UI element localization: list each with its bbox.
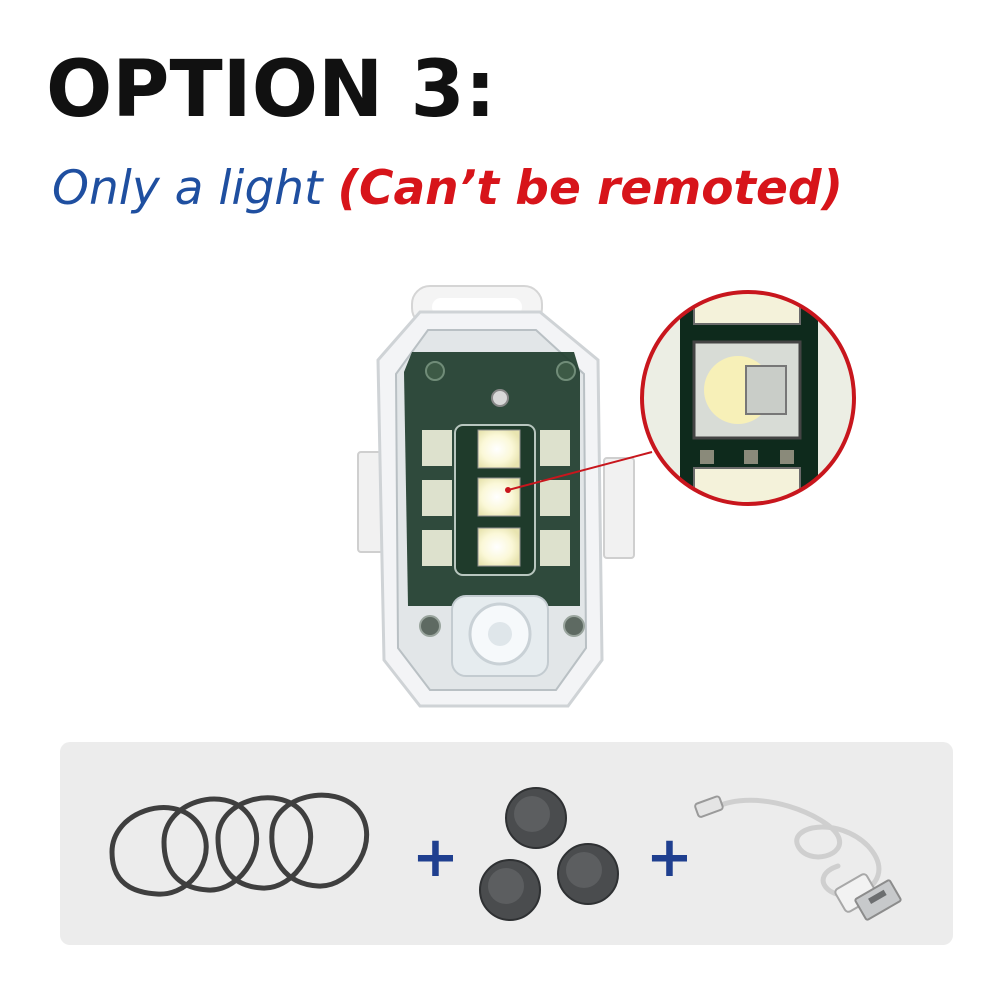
page-title: OPTION 3: [46,40,496,140]
led-zoom-bubble [640,280,860,516]
accessories-tray: + + [60,742,953,945]
usb-cable-icon [688,776,918,926]
strobe-light-image [340,280,870,740]
subtitle-plain: Only a light [52,161,323,216]
strobe-light-body [358,286,634,706]
led-chips [422,430,570,566]
rubber-bands-icon [102,782,392,902]
subtitle: Only a light (Can’t be remoted) [52,158,843,220]
plus-sign-1: + [412,830,459,886]
adhesive-pads-icon [478,778,648,928]
plus-sign-2: + [646,830,693,886]
subtitle-note: (Can’t be remoted) [337,161,843,216]
